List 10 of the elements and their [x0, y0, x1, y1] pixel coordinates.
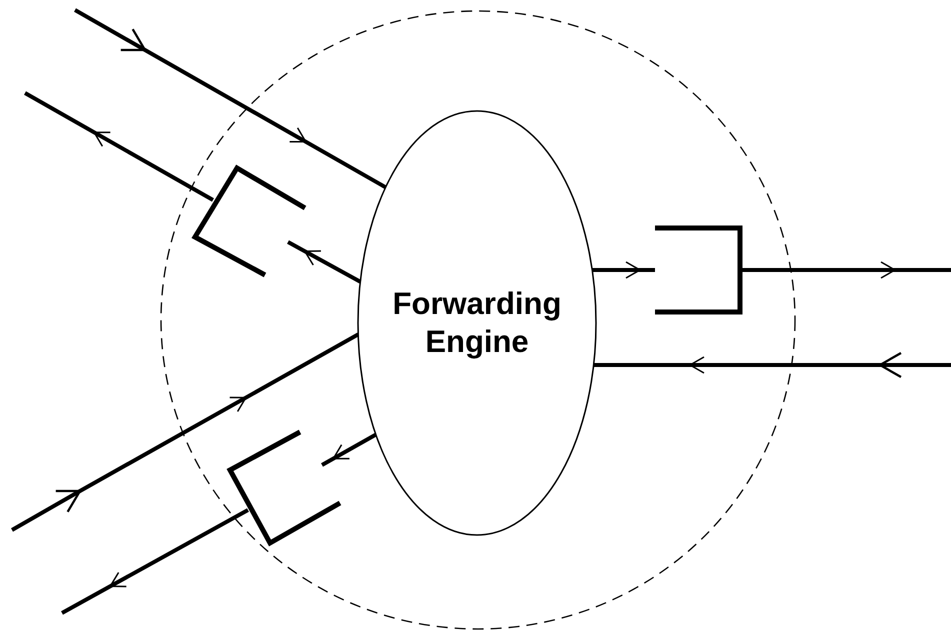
arrow	[594, 352, 951, 378]
arrow	[287, 240, 362, 284]
arrow	[74, 8, 387, 190]
arrow	[592, 261, 655, 279]
arrow	[61, 508, 249, 615]
arrow	[740, 261, 951, 279]
arrow	[321, 432, 377, 467]
node-label: Forwarding Engine	[392, 285, 562, 361]
arrow	[24, 91, 214, 202]
arrow	[11, 332, 360, 532]
